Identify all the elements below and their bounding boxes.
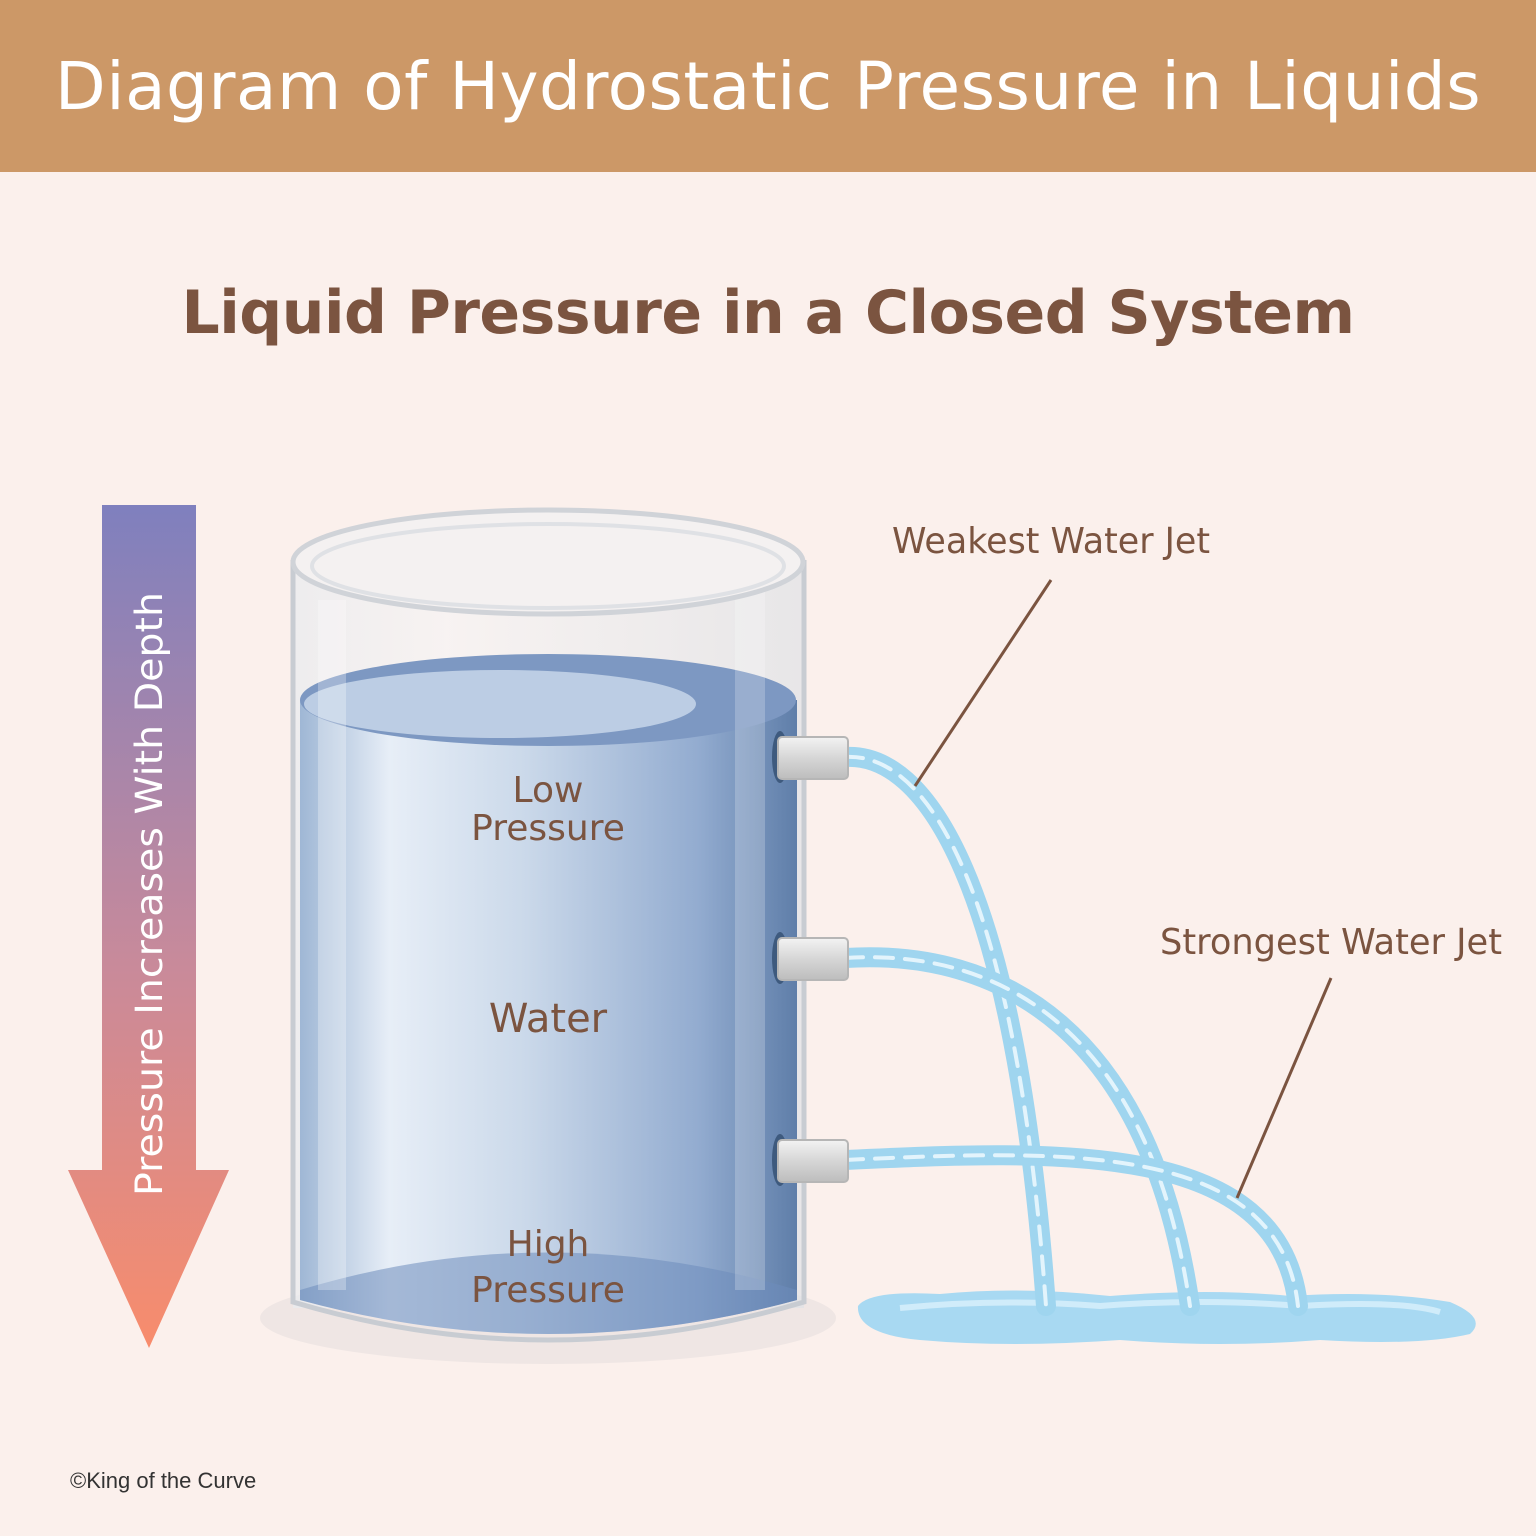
nozzle-middle <box>772 932 849 984</box>
water-label: Water <box>489 996 608 1042</box>
water-body <box>300 700 797 1334</box>
title-banner: Diagram of Hydrostatic Pressure in Liqui… <box>0 0 1536 172</box>
water-puddle <box>857 1290 1476 1344</box>
water-jets <box>835 746 1308 1316</box>
low-pressure-label-line1: Low <box>513 770 584 811</box>
weakest-jet-label: Weakest Water Jet <box>892 521 1210 562</box>
copyright-notice: ©King of the Curve <box>70 1468 257 1493</box>
nozzle-top <box>772 731 849 783</box>
diagram-subtitle: Liquid Pressure in a Closed System <box>181 278 1355 348</box>
weakest-jet-leader <box>913 579 1053 787</box>
low-pressure-label-line2: Pressure <box>471 808 625 849</box>
depth-arrow <box>68 505 229 1348</box>
strongest-jet-leader <box>1235 977 1333 1199</box>
bottom-water-jet <box>835 1145 1308 1316</box>
nozzle-bottom <box>772 1134 849 1186</box>
high-pressure-label-line1: High <box>507 1224 590 1265</box>
page-title: Diagram of Hydrostatic Pressure in Liqui… <box>54 47 1482 125</box>
depth-arrow-label: Pressure Increases With Depth <box>128 592 171 1196</box>
high-pressure-label-line2: Pressure <box>471 1270 625 1311</box>
container-rim <box>290 507 806 617</box>
glass-container <box>290 507 807 1343</box>
top-water-jet <box>835 746 1056 1316</box>
strongest-jet-label: Strongest Water Jet <box>1160 922 1502 963</box>
